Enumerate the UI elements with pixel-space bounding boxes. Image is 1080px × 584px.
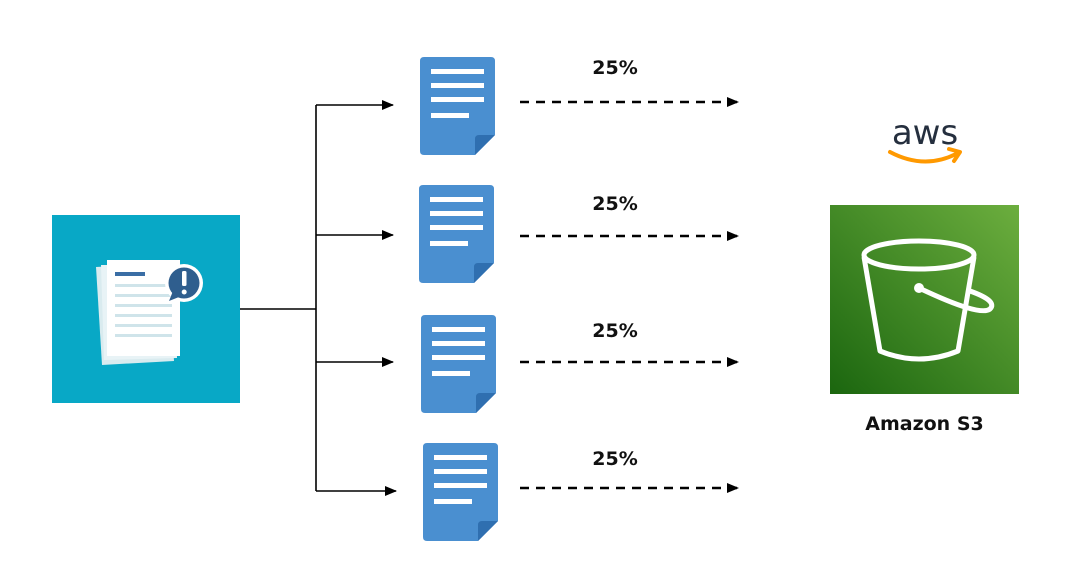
chunk-percent-label: 25% [592, 320, 638, 342]
document-icon [420, 57, 495, 155]
document-alert-icon [52, 215, 240, 403]
document-icon [423, 443, 498, 541]
chunk-percent-label: 25% [592, 448, 638, 470]
aws-logo-text: aws [892, 113, 958, 153]
chunk-percent-label: 25% [592, 193, 638, 215]
document-icon [419, 185, 494, 283]
aws-logo: aws [888, 113, 962, 164]
destination-label: Amazon S3 [865, 413, 984, 435]
chunk-percent-label: 25% [592, 57, 638, 79]
bucket-icon [830, 205, 1019, 394]
document-icon [421, 315, 496, 413]
